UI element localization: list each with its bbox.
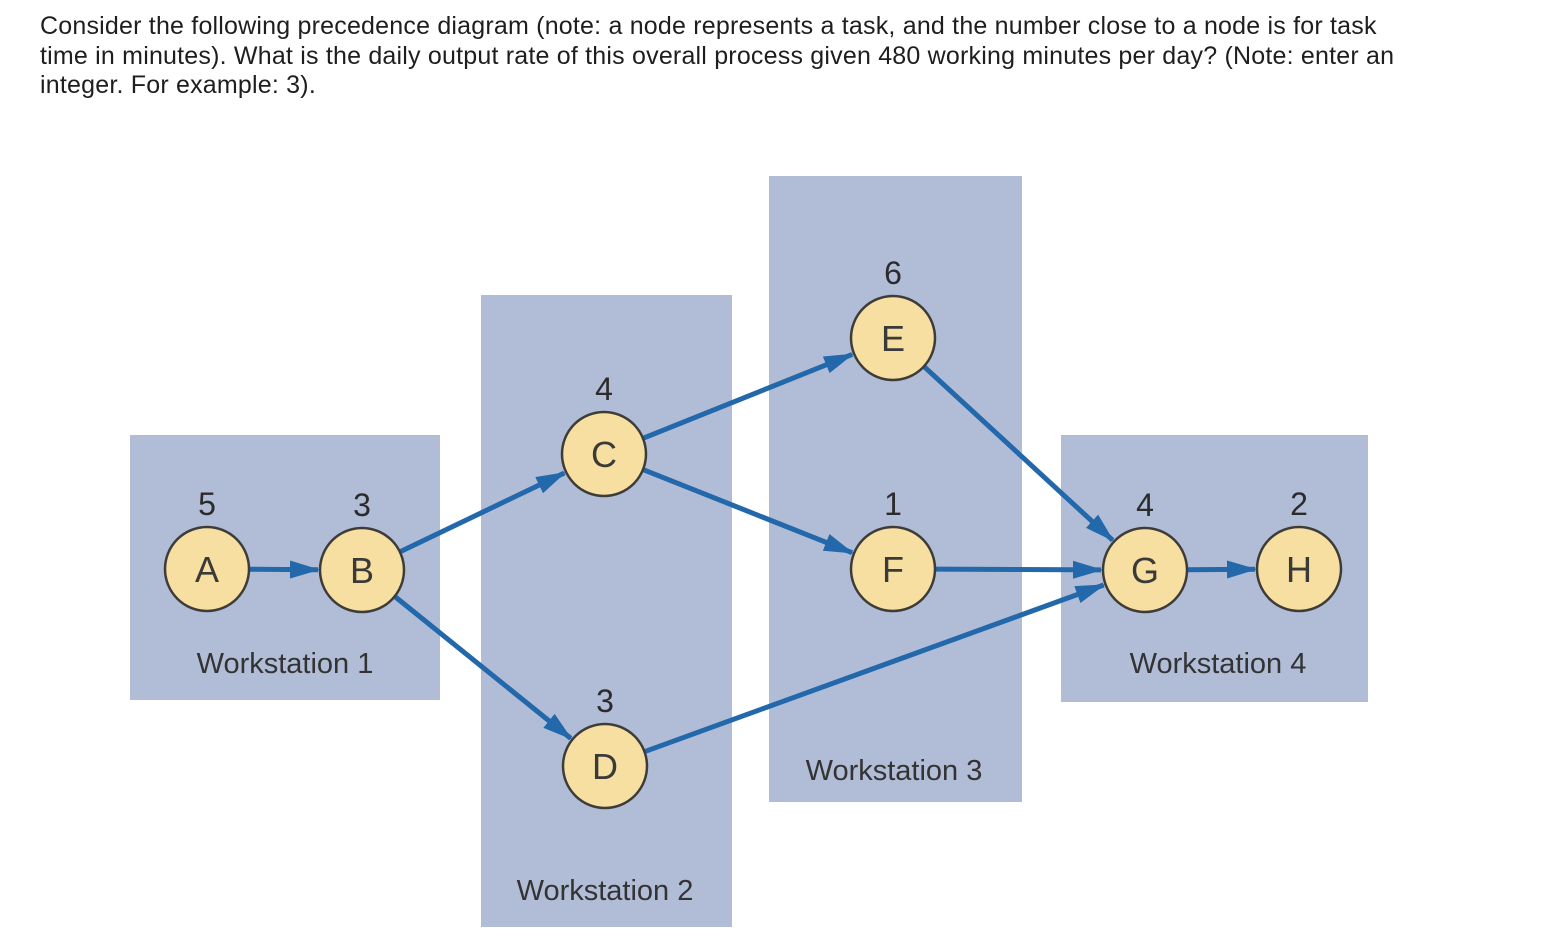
workstation-label-4: Workstation 4 (1130, 648, 1307, 680)
edge-E-G (922, 364, 1115, 543)
workstation-label-3: Workstation 3 (806, 755, 983, 787)
edge-C-F (642, 467, 854, 556)
workstation-box-2 (481, 295, 732, 927)
node-label-G: G (1131, 550, 1159, 591)
node-D (561, 722, 649, 810)
node-B (318, 526, 406, 614)
question-line-3: integer. For example: 3). (40, 71, 316, 99)
node-F (849, 525, 937, 613)
question-line-1: Consider the following precedence diagra… (40, 12, 1377, 40)
workstation-label-1: Workstation 1 (197, 648, 374, 680)
node-label-C: C (591, 434, 617, 475)
question-text: Consider the following precedence diagra… (40, 12, 1394, 101)
edge-B-D (393, 594, 573, 741)
node-label-B: B (350, 550, 374, 591)
edge-D-G (643, 582, 1106, 755)
edge-C-E (642, 352, 855, 441)
workstation-box-3 (769, 176, 1022, 802)
node-label-D: D (592, 746, 618, 787)
node-time-H: 2 (1290, 486, 1308, 522)
edge-B-C (398, 470, 567, 555)
node-label-F: F (882, 549, 904, 590)
node-time-E: 6 (884, 255, 902, 291)
node-time-B: 3 (353, 487, 371, 523)
node-label-H: H (1286, 549, 1312, 590)
question-line-2: time in minutes). What is the daily outp… (40, 41, 1395, 70)
node-time-G: 4 (1136, 487, 1154, 523)
node-label-A: A (195, 549, 219, 590)
workstation-label-2: Workstation 2 (517, 875, 694, 907)
node-time-D: 3 (596, 683, 614, 719)
node-H (1255, 525, 1343, 613)
node-G (1101, 526, 1189, 614)
node-time-A: 5 (198, 486, 216, 522)
node-time-F: 1 (884, 486, 902, 522)
node-label-E: E (881, 318, 905, 359)
node-E (849, 294, 937, 382)
node-time-C: 4 (595, 371, 613, 407)
node-A (163, 525, 251, 613)
edge-F-G (934, 560, 1104, 579)
node-C (560, 410, 648, 498)
